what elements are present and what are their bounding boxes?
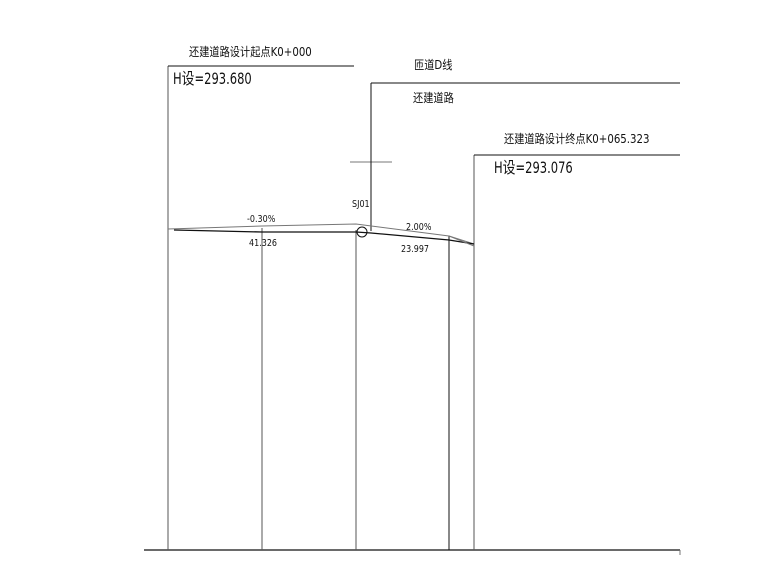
grade-2-slope: 2.00% [406, 222, 432, 233]
ramp-title: 匝道D线 [414, 58, 453, 72]
start-point-title: 还建道路设计起点K0+000 [189, 45, 312, 59]
end-point-title: 还建道路设计终点K0+065.323 [504, 132, 650, 146]
secondary-profile-line [173, 229, 475, 245]
ramp-subtitle: 还建道路 [413, 91, 454, 105]
design-grade-line [167, 223, 475, 245]
grade-1-length: 41.326 [249, 238, 277, 249]
grade-1-slope: -0.30% [247, 214, 276, 225]
grade-2-length: 23.997 [401, 244, 429, 255]
start-point-elevation: H设=293.680 [173, 69, 252, 88]
vertical-curve-label: SJ01 [352, 199, 370, 210]
vertical-curve-symbol [356, 226, 368, 238]
end-point-elevation: H设=293.076 [494, 158, 573, 177]
